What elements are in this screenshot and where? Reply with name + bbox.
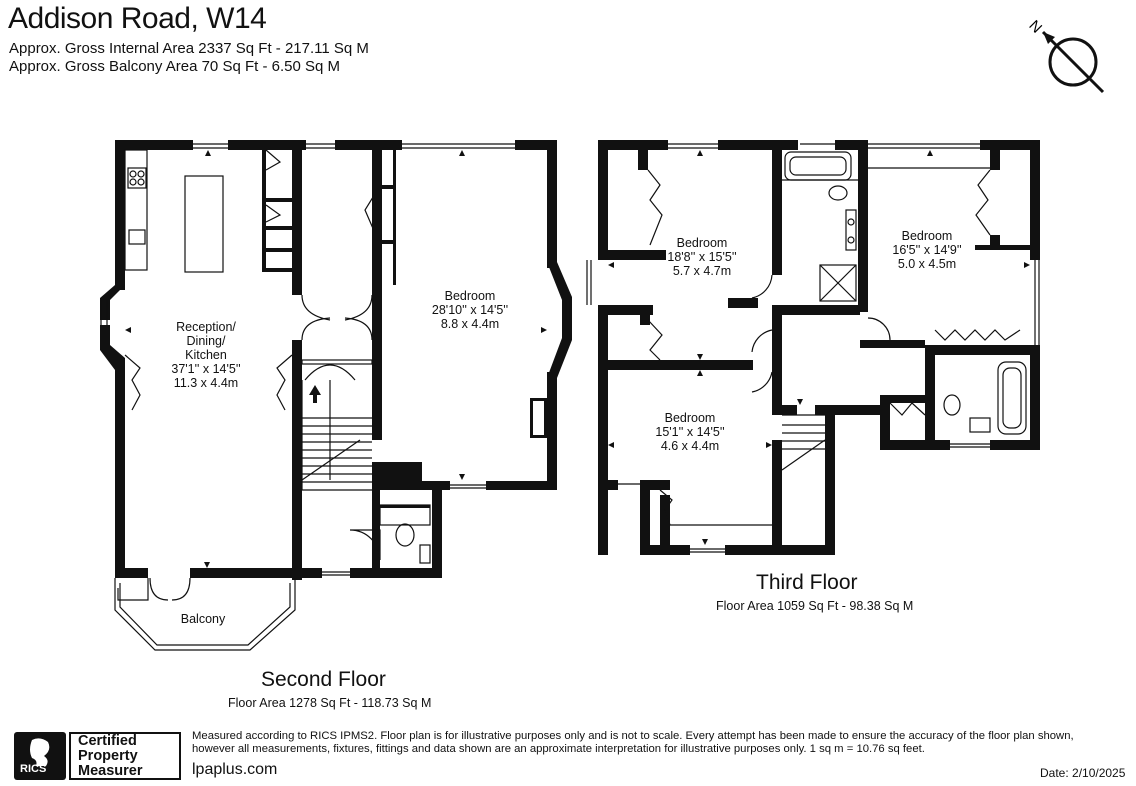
- third-floor-area: Floor Area 1059 Sq Ft - 98.38 Sq M: [716, 599, 914, 613]
- north-compass-icon: N: [1025, 17, 1105, 94]
- third-floor-walls: [598, 140, 1040, 555]
- second-floor-walls: [100, 140, 572, 580]
- balcony-label: Balcony: [180, 612, 226, 626]
- rics-wordmark: RICS: [20, 763, 47, 775]
- bedroom-c-name: Bedroom: [664, 411, 716, 425]
- rics-cert-text: Certified Property Measurer: [78, 734, 142, 779]
- reception-room-label: Reception/ Dining/ Kitchen 37'1'' x 14'5…: [160, 320, 252, 390]
- disclaimer-line1: Measured according to RICS IPMS2. Floor …: [192, 730, 1074, 742]
- website-link[interactable]: lpaplus.com: [192, 761, 278, 778]
- internal-area-text: Approx. Gross Internal Area 2337 Sq Ft -…: [9, 40, 369, 57]
- compass-letter: N: [1025, 17, 1045, 37]
- bedroom-imperial: 28'10'' x 14'5'': [431, 303, 509, 317]
- second-floor-bedroom-label: Bedroom 28'10'' x 14'5'' 8.8 x 4.4m: [420, 289, 520, 331]
- third-floor-name: Third Floor: [756, 571, 858, 594]
- rics-lion-icon: [30, 738, 50, 766]
- rics-logo: [14, 732, 66, 780]
- balcony-area-text: Approx. Gross Balcony Area 70 Sq Ft - 6.…: [9, 58, 340, 75]
- reception-line3: Kitchen: [185, 348, 227, 362]
- cert-line3: Measurer: [78, 763, 143, 779]
- bedroom-metric: 8.8 x 4.4m: [440, 317, 500, 331]
- bedroom-a-imperial: 18'8'' x 15'5'': [667, 250, 737, 264]
- bedroom-b-metric: 5.0 x 4.5m: [897, 257, 957, 271]
- bedroom-b-name: Bedroom: [901, 229, 953, 243]
- third-floor-fixtures: [586, 143, 1040, 553]
- plan-date: Date: 2/10/2025: [1040, 766, 1126, 780]
- bedroom-c-imperial: 15'1'' x 14'5'': [655, 425, 725, 439]
- reception-line1: Reception/: [176, 320, 236, 334]
- third-floor-bedroom-b-label: Bedroom 16'5'' x 14'9'' 5.0 x 4.5m: [877, 229, 977, 271]
- cert-line2: Property: [78, 748, 138, 764]
- third-floor-bedroom-c-label: Bedroom 15'1'' x 14'5'' 4.6 x 4.4m: [640, 411, 740, 453]
- reception-line2: Dining/: [186, 334, 226, 348]
- bedroom-c-metric: 4.6 x 4.4m: [660, 439, 720, 453]
- bedroom-a-metric: 5.7 x 4.7m: [672, 264, 732, 278]
- second-floor-fixtures: [100, 143, 571, 651]
- disclaimer: Measured according to RICS IPMS2. Floor …: [192, 730, 1132, 756]
- second-floor-area: Floor Area 1278 Sq Ft - 118.73 Sq M: [228, 696, 432, 710]
- bedroom-b-imperial: 16'5'' x 14'9'': [892, 243, 962, 257]
- third-floor-bedroom-a-label: Bedroom 18'8'' x 15'5'' 5.7 x 4.7m: [652, 236, 752, 278]
- bedroom-name: Bedroom: [444, 289, 496, 303]
- plan-title: Addison Road, W14: [8, 2, 267, 35]
- window-markers: [125, 150, 547, 568]
- second-floor-name: Second Floor: [261, 668, 386, 691]
- cert-line1: Certified: [78, 733, 137, 749]
- window-markers-third: [608, 150, 1030, 545]
- disclaimer-line2: however all measurements, fixtures, fitt…: [192, 743, 925, 755]
- reception-imperial: 37'1'' x 14'5'': [171, 362, 241, 376]
- reception-metric: 11.3 x 4.4m: [173, 376, 239, 390]
- rics-cert-box: [69, 732, 181, 780]
- bedroom-a-name: Bedroom: [676, 236, 728, 250]
